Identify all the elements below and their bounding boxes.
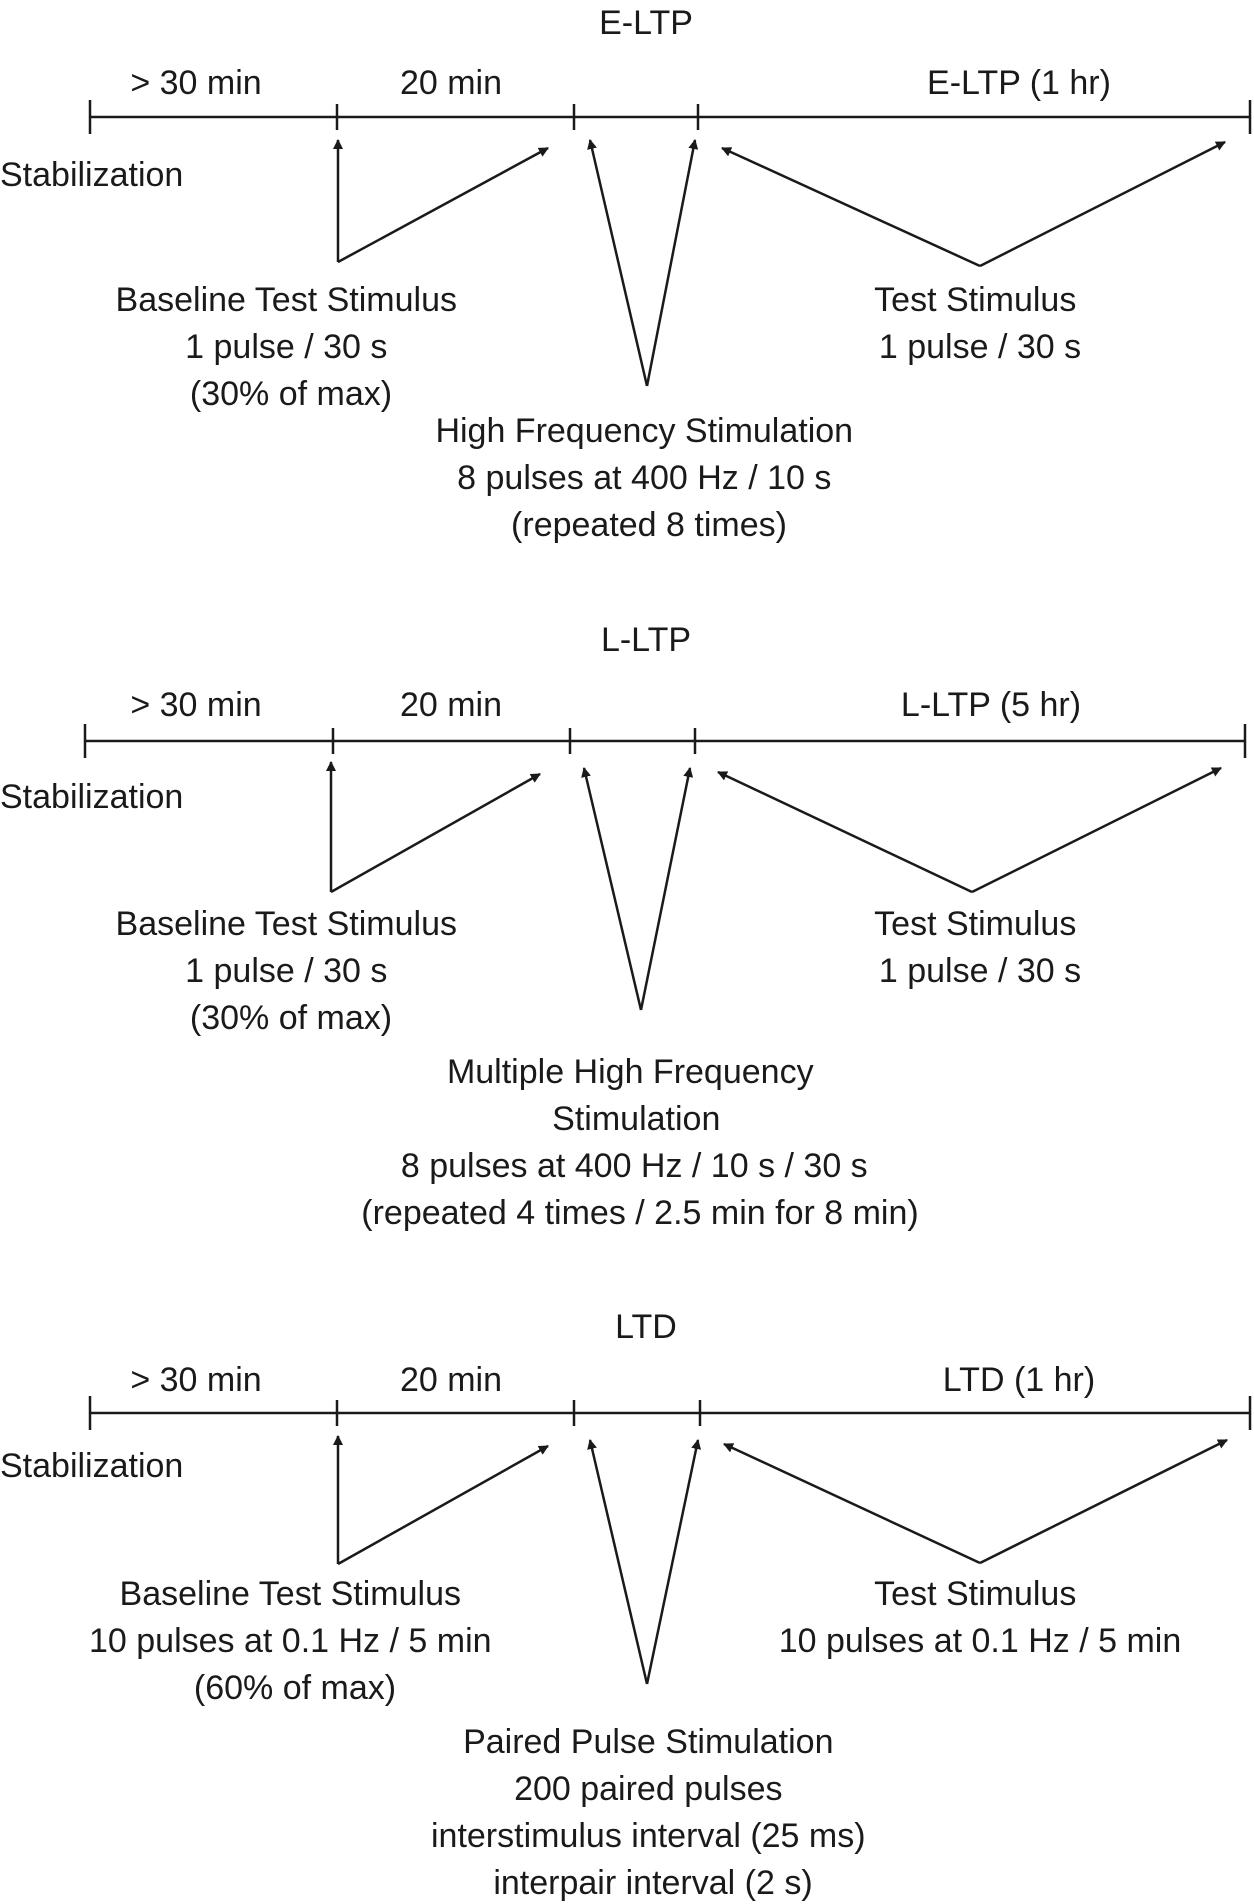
segment-post-label: E-LTP (1 hr) (927, 64, 1111, 102)
panel-ltd: LTD > 30 min 20 min LTD (1 hr) Stabiliza… (0, 1308, 1252, 1902)
induction-arrow (587, 139, 649, 387)
baseline-stimulus-text: Baseline Test Stimulus 1 pulse / 30 s (3… (116, 905, 467, 1037)
test-arrow (979, 140, 1226, 268)
segment-baseline-label: 20 min (400, 686, 502, 724)
induction-arrow (587, 1439, 649, 1685)
induction-arrow (581, 767, 643, 1011)
baseline-arrow (337, 1444, 549, 1566)
induction-stimulus-text: Paired Pulse Stimulation 200 paired puls… (431, 1723, 875, 1902)
test-stimulus-text: Test Stimulus 1 pulse / 30 s (874, 281, 1086, 366)
baseline-arrow (330, 772, 541, 894)
induction-arrow (639, 767, 694, 1011)
segment-baseline-label: 20 min (400, 1361, 502, 1399)
test-arrow (721, 146, 981, 268)
panel-title: L-LTP (601, 621, 691, 659)
test-stimulus-text: Test Stimulus 1 pulse / 30 s (874, 905, 1086, 990)
test-arrow (723, 1442, 981, 1565)
induction-arrow (645, 139, 699, 387)
induction-stimulus-text: High Frequency Stimulation 8 pulses at 4… (435, 412, 862, 544)
segment-stabilization-label: > 30 min (130, 1361, 261, 1399)
panel-e-ltp: E-LTP > 30 min 20 min E-LTP (1 hr) Stabi… (0, 4, 1252, 544)
baseline-stimulus-text: Baseline Test Stimulus 10 pulses at 0.1 … (89, 1575, 501, 1707)
stabilization-label: Stabilization (0, 778, 183, 816)
segment-baseline-label: 20 min (400, 64, 502, 102)
panel-l-ltp: L-LTP > 30 min 20 min L-LTP (5 hr) Stabi… (0, 621, 1247, 1232)
test-stimulus-text: Test Stimulus 10 pulses at 0.1 Hz / 5 mi… (779, 1575, 1182, 1660)
stabilization-label: Stabilization (0, 1447, 183, 1485)
baseline-stimulus-text: Baseline Test Stimulus 1 pulse / 30 s (3… (116, 281, 467, 413)
segment-stabilization-label: > 30 min (130, 686, 261, 724)
induction-stimulus-text: Multiple High Frequency Stimulation 8 pu… (361, 1053, 918, 1232)
panel-title: E-LTP (599, 4, 693, 42)
panel-title: LTD (615, 1308, 677, 1346)
segment-stabilization-label: > 30 min (130, 64, 261, 102)
induction-arrow (645, 1439, 702, 1685)
test-arrow (717, 770, 973, 894)
stabilization-label: Stabilization (0, 156, 183, 194)
test-arrow (979, 1438, 1228, 1565)
segment-post-label: LTD (1 hr) (943, 1361, 1095, 1399)
baseline-arrow (337, 146, 549, 264)
segment-post-label: L-LTP (5 hr) (901, 686, 1081, 724)
test-arrow (971, 766, 1222, 894)
